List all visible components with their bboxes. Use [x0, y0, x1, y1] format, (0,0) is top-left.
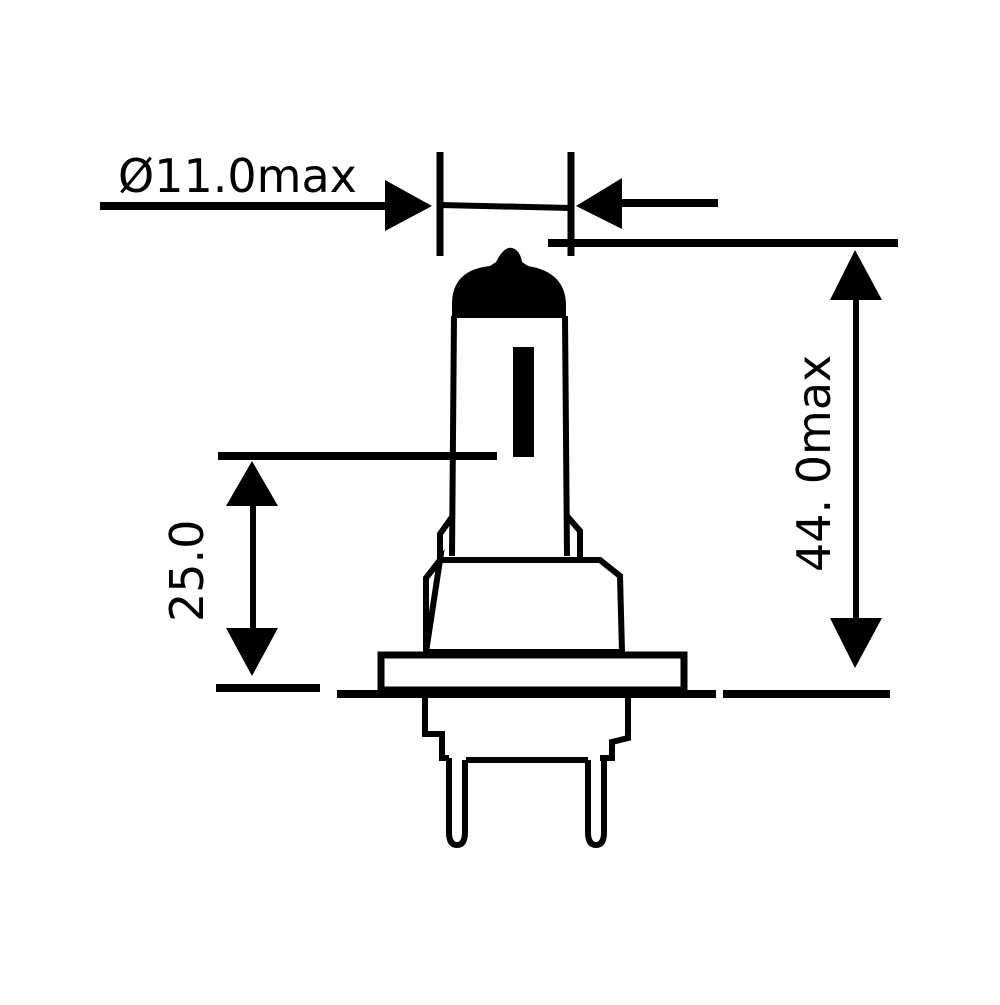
- bulb-base: [422, 696, 631, 761]
- light-center-label: 25.0: [160, 520, 214, 622]
- arrow-up-icon: [830, 250, 882, 300]
- arrow-down-icon: [830, 618, 882, 668]
- overall-height-dimension: 44. 0max: [548, 239, 898, 698]
- bulb-glass: [449, 315, 570, 557]
- bulb-collar: [423, 549, 625, 653]
- overall-height-label: 44. 0max: [787, 355, 841, 572]
- pin-left: [446, 758, 468, 849]
- bulb-drawing: [337, 247, 706, 849]
- arrow-left-icon: [576, 178, 622, 229]
- bulb-flange: [377, 651, 688, 694]
- bulb-cap: [452, 247, 566, 318]
- bulb-neck: [437, 514, 583, 561]
- diameter-label: Ø11.0max: [118, 149, 357, 203]
- pin-right: [585, 758, 607, 849]
- filament: [513, 347, 534, 457]
- arrow-right-icon: [385, 180, 432, 231]
- arrow-up-icon: [226, 461, 278, 506]
- arrow-down-icon: [226, 628, 278, 676]
- diameter-dimension-line: [439, 202, 572, 211]
- diameter-dimension: Ø11.0max: [100, 149, 718, 256]
